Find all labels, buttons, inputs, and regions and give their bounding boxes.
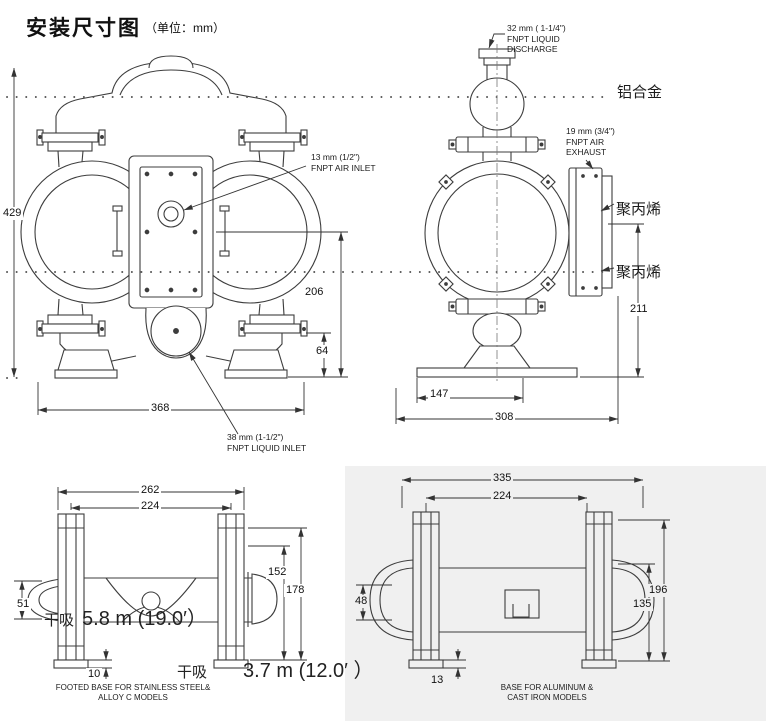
callout-line: FNPT AIR INLET — [311, 162, 376, 173]
callout-line: 13 mm (1/2") — [311, 152, 360, 162]
material-label-aluminum: 铝合金 — [617, 84, 663, 101]
caption-line: BASE FOR ALUMINUM & — [500, 683, 594, 692]
title-unit-note: （单位：mm） — [145, 20, 225, 35]
dim-footed-foot: 10 — [86, 668, 103, 681]
dim-alum-height-2: 135 — [631, 598, 654, 611]
dim-side-depth: 308 — [493, 411, 516, 424]
caption-aluminum-base: BASE FOR ALUMINUM & CAST IRON MODELS — [463, 683, 631, 703]
dim-side-height: 211 — [628, 303, 650, 316]
callout-liquid-discharge: 32 mm ( 1-1/4") FNPT LIQUID DISCHARGE — [507, 23, 566, 55]
dim-footed-height-1: 152 — [266, 566, 289, 579]
callout-line: FNPT LIQUID — [507, 33, 560, 44]
dim-front-inlet-center: 206 — [303, 286, 326, 299]
dim-side-base: 147 — [428, 388, 451, 401]
callout-line: 38 mm (1-1/2") — [227, 432, 284, 442]
dim-alum-inner-width: 224 — [491, 490, 514, 503]
note-dry-lift-2: 干吸 3.7 m (12.0′ ） — [177, 654, 373, 683]
callout-line: FNPT AIR — [566, 136, 605, 147]
dry-lift-value: 5.8 m (19.0′） — [82, 608, 207, 630]
dim-footed-left: 51 — [15, 598, 32, 611]
caption-line: ALLOY C MODELS — [98, 693, 168, 702]
callout-line: DISCHARGE — [507, 44, 558, 54]
callout-line: EXHAUST — [566, 147, 607, 157]
note-dry-lift-1: 干吸 5.8 m (19.0′） — [44, 602, 207, 631]
material-label-polypropylene-lower: 聚丙烯 — [616, 264, 662, 281]
dry-lift-label: 干吸 — [177, 664, 208, 681]
dry-lift-label: 干吸 — [44, 612, 75, 629]
material-label-polypropylene-upper: 聚丙烯 — [616, 201, 662, 218]
dim-footed-height-2: 178 — [284, 584, 307, 597]
callout-line: 32 mm ( 1-1/4") — [507, 23, 566, 33]
aluminum-base-drawing — [369, 511, 655, 669]
dim-alum-height-1: 196 — [647, 584, 670, 597]
caption-line: FOOTED BASE FOR STAINLESS STEEL& — [55, 683, 211, 692]
callout-line: FNPT LIQUID INLET — [227, 442, 307, 453]
page-title: 安装尺寸图 （单位：mm） — [26, 12, 225, 42]
dim-footed-outer-width: 262 — [139, 484, 162, 497]
caption-line: CAST IRON MODELS — [507, 693, 587, 702]
caption-footed-base: FOOTED BASE FOR STAINLESS STEEL& ALLOY C… — [30, 683, 236, 703]
dim-alum-outer-width: 335 — [491, 472, 514, 485]
callout-line: 19 mm (3/4") — [566, 126, 615, 136]
dim-front-height: 429 — [1, 207, 24, 220]
callout-air-exhaust: 19 mm (3/4") FNPT AIR EXHAUST — [566, 126, 615, 158]
side-view-drawing — [416, 48, 613, 378]
dim-front-width: 368 — [149, 402, 172, 415]
leader-lines — [183, 33, 615, 435]
center-lines — [6, 96, 611, 379]
dry-lift-value: 3.7 m (12.0′ ） — [243, 660, 374, 682]
callout-liquid-inlet: 38 mm (1-1/2") FNPT LIQUID INLET — [227, 432, 306, 453]
callout-air-inlet: 13 mm (1/2") FNPT AIR INLET — [311, 152, 376, 173]
dim-front-foot: 64 — [314, 345, 331, 358]
footed-base-drawing — [27, 513, 278, 669]
front-view-drawing — [20, 55, 322, 379]
dim-footed-inner-width: 224 — [139, 500, 162, 513]
dim-alum-foot: 13 — [429, 674, 446, 687]
title-text: 安装尺寸图 — [26, 17, 141, 40]
dim-alum-left: 48 — [353, 595, 370, 608]
